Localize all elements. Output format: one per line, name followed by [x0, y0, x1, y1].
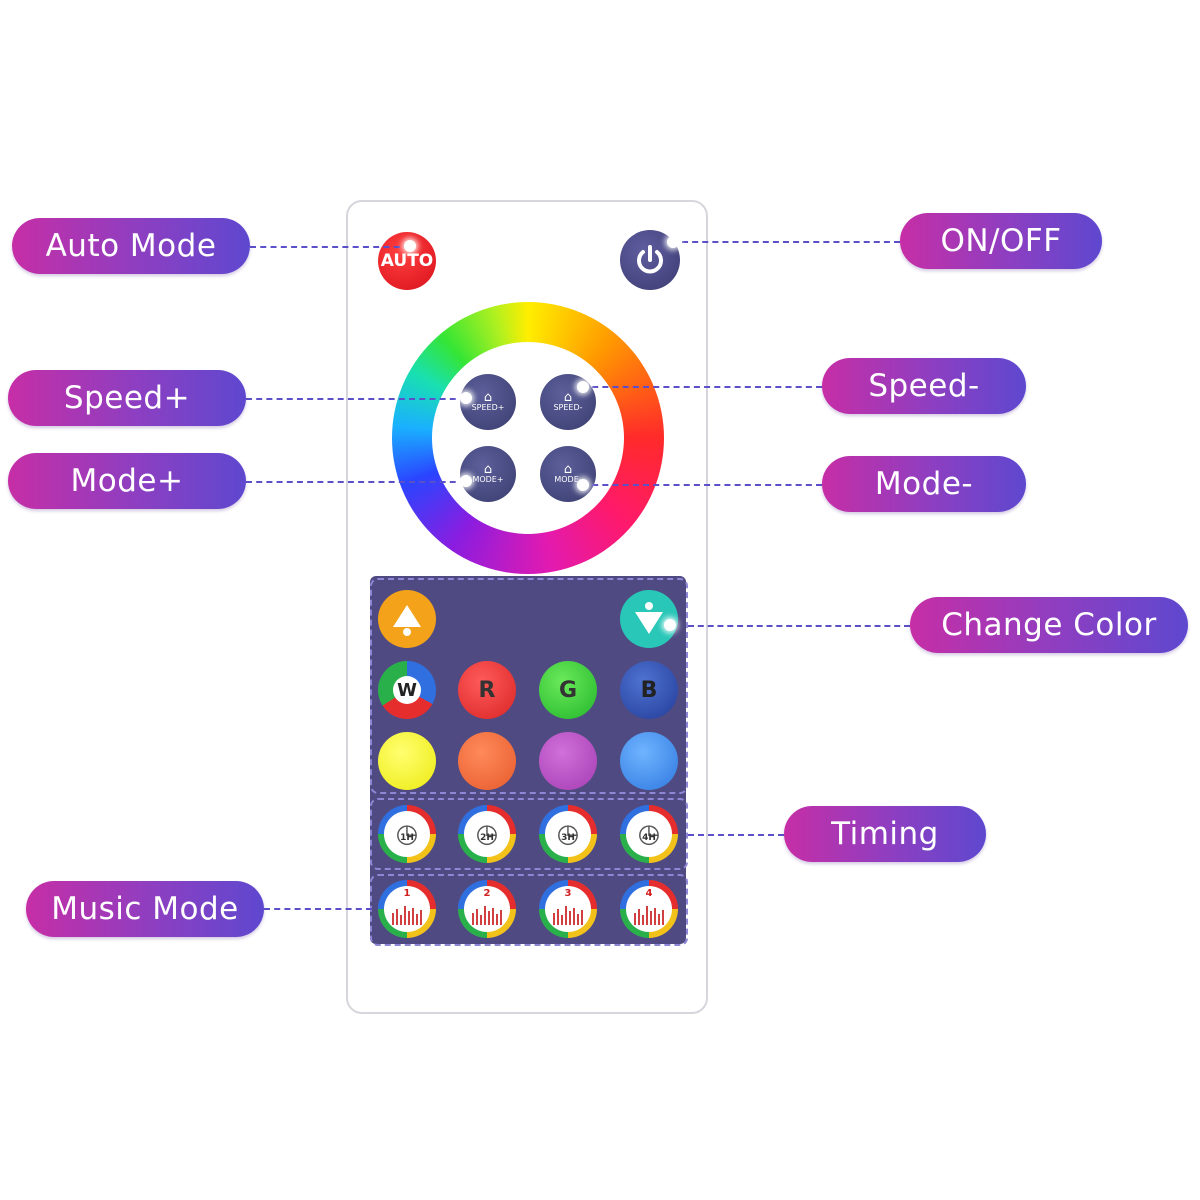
- music-4-button[interactable]: 4: [620, 880, 678, 938]
- speed-plus-text: Speed+: [63, 380, 191, 416]
- music-1-button[interactable]: 1: [378, 880, 436, 938]
- music-mode-text: Music Mode: [51, 891, 239, 927]
- mode-minus-label: MODE-: [554, 474, 582, 484]
- mode-minus-button[interactable]: ⌂ MODE-: [540, 446, 596, 502]
- red-button-label: R: [478, 677, 496, 703]
- speed-minus-leader: [582, 386, 822, 388]
- red-button[interactable]: R: [458, 661, 516, 719]
- music-1-label: 1: [403, 888, 411, 899]
- speed-minus-text: Speed-: [868, 368, 980, 404]
- timing-leader: [688, 834, 784, 836]
- light-blue-button[interactable]: [620, 732, 678, 790]
- change-color-label: Change Color: [910, 597, 1188, 653]
- mode-plus-label-pill: Mode+: [8, 453, 246, 509]
- speed-plus-label: SPEED+: [471, 402, 505, 412]
- timing-text: Timing: [831, 816, 939, 852]
- timing-group: [370, 798, 688, 870]
- brightness-down-icon: [635, 602, 663, 634]
- mode-minus-text: Mode-: [874, 466, 974, 502]
- speed-minus-label: SPEED-: [553, 402, 583, 412]
- speed-plus-label-pill: Speed+: [8, 370, 246, 426]
- timer-1h-button[interactable]: ◷1H: [378, 805, 436, 863]
- timing-label: Timing: [784, 806, 986, 862]
- equalizer-icon: [472, 906, 502, 925]
- on-off-label: ON/OFF: [900, 213, 1102, 269]
- speed-minus-label-pill: Speed-: [822, 358, 1026, 414]
- music-mode-group: [370, 874, 688, 946]
- purple-button[interactable]: [539, 732, 597, 790]
- clock-icon: ◷: [637, 819, 661, 849]
- auto-button-label: AUTO: [380, 251, 434, 271]
- color-wheel: [392, 302, 664, 574]
- mode-minus-leader: [582, 484, 822, 486]
- mode-minus-marker: [577, 479, 589, 491]
- timer-4h-label: 4H: [642, 833, 656, 843]
- timer-2h-label: 2H: [480, 833, 494, 843]
- music-3-label: 3: [564, 888, 572, 899]
- mode-plus-leader: [246, 481, 466, 483]
- blue-button[interactable]: B: [620, 661, 678, 719]
- power-icon: [637, 245, 663, 274]
- timer-3h-label: 3H: [561, 833, 575, 843]
- on-off-text: ON/OFF: [940, 223, 1062, 259]
- auto-mode-label: Auto Mode: [12, 218, 250, 274]
- timer-4h-button[interactable]: ◷4H: [620, 805, 678, 863]
- equalizer-icon: [553, 906, 583, 925]
- clock-icon: ◷: [475, 819, 499, 849]
- yellow-button[interactable]: [378, 732, 436, 790]
- change-color-text: Change Color: [941, 607, 1157, 643]
- clock-icon: ◷: [556, 819, 580, 849]
- mode-plus-marker: [460, 475, 472, 487]
- timer-3h-button[interactable]: ◷3H: [539, 805, 597, 863]
- blue-button-label: B: [640, 677, 658, 703]
- on-off-marker: [667, 236, 679, 248]
- mode-minus-label-pill: Mode-: [822, 456, 1026, 512]
- brightness-up-icon: [393, 605, 421, 636]
- on-off-leader: [672, 241, 900, 243]
- mode-plus-text: Mode+: [70, 463, 184, 499]
- mode-plus-label: MODE+: [472, 474, 504, 484]
- speed-plus-leader: [246, 398, 466, 400]
- timer-1h-label: 1H: [400, 833, 414, 843]
- auto-mode-marker: [404, 240, 416, 252]
- equalizer-icon: [392, 906, 422, 925]
- mode-plus-button[interactable]: ⌂ MODE+: [460, 446, 516, 502]
- green-button-label: G: [558, 677, 578, 703]
- white-button[interactable]: W: [378, 661, 436, 719]
- music-4-label: 4: [645, 888, 653, 899]
- change-color-marker: [664, 619, 676, 631]
- music-mode-label: Music Mode: [26, 881, 264, 937]
- brightness-up-button[interactable]: [378, 590, 436, 648]
- music-2-label: 2: [483, 888, 491, 899]
- auto-mode-leader: [250, 246, 410, 248]
- change-color-group: [370, 578, 688, 794]
- music-3-button[interactable]: 3: [539, 880, 597, 938]
- speed-minus-marker: [577, 381, 589, 393]
- clock-icon: ◷: [395, 819, 419, 849]
- green-button[interactable]: G: [539, 661, 597, 719]
- music-2-button[interactable]: 2: [458, 880, 516, 938]
- auto-mode-text: Auto Mode: [45, 228, 217, 264]
- speed-plus-marker: [460, 392, 472, 404]
- change-color-leader: [688, 625, 910, 627]
- orange-button[interactable]: [458, 732, 516, 790]
- timer-2h-button[interactable]: ◷2H: [458, 805, 516, 863]
- equalizer-icon: [634, 906, 664, 925]
- white-button-label: W: [393, 676, 421, 704]
- music-mode-leader: [264, 908, 372, 910]
